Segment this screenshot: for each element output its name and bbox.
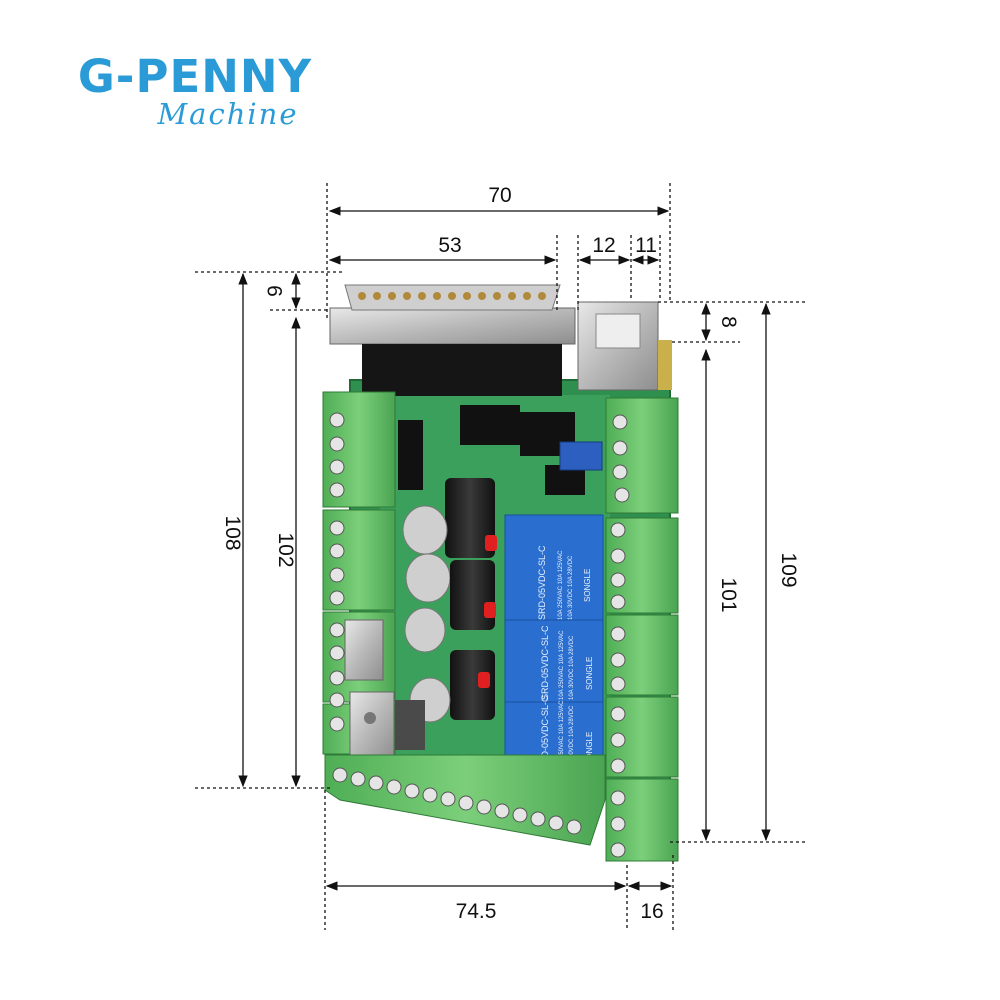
relays: SRD-05VDC-SL-C SONGLE 10A 250VAC 10A 125… bbox=[504, 514, 604, 773]
relay-2-rating-1: 10A 250VAC 10A 125VAC bbox=[559, 630, 565, 700]
relay-2-rating-2: 10A 30VDC 10A 28VDC bbox=[569, 635, 575, 700]
integrated-circuits bbox=[398, 405, 585, 495]
relay-1-brand: SONGLE bbox=[583, 569, 592, 602]
breakout-board-illustration: SRD-05VDC-SL-C SONGLE 10A 250VAC 10A 125… bbox=[322, 284, 679, 862]
dim-overall-height-left: 108 bbox=[221, 515, 244, 550]
usb-connector bbox=[577, 301, 672, 391]
relay-3-rating-2: 10A 30VDC 10A 28VDC bbox=[569, 705, 575, 770]
relay-1-label: SRD-05VDC-SL-C bbox=[537, 545, 547, 620]
dim-board-height-left: 102 bbox=[274, 532, 297, 567]
potentiometer bbox=[559, 441, 603, 471]
dim-bottom-width: 74.5 bbox=[456, 900, 497, 923]
relay-3-rating-1: 10A 250VAC 10A 125VAC bbox=[559, 700, 565, 770]
relay-1-rating-2: 10A 30VDC 10A 28VDC bbox=[568, 555, 574, 620]
relay-1-rating-1: 10A 250VAC 10A 125VAC bbox=[558, 550, 564, 620]
relay-3-label: SRD-05VDC-SL-C bbox=[540, 695, 550, 770]
dim-usb-offset: 12 bbox=[592, 234, 615, 257]
relay-1: SRD-05VDC-SL-C SONGLE 10A 250VAC 10A 125… bbox=[504, 514, 604, 621]
dim-board-height-right: 101 bbox=[717, 577, 740, 612]
relay-2: SRD-05VDC-SL-C SONGLE 10A 250VAC 10A 125… bbox=[504, 619, 604, 703]
db25-pins bbox=[358, 292, 546, 300]
brand-tagline: Machine bbox=[156, 97, 298, 131]
dim-terminal-depth: 16 bbox=[640, 900, 663, 923]
status-leds bbox=[478, 535, 497, 688]
dimension-labels: 70 53 12 11 9 108 102 8 101 109 74.5 16 bbox=[221, 184, 800, 923]
right-terminal-blocks bbox=[605, 397, 679, 862]
voltage-regulators bbox=[344, 619, 395, 759]
dim-connector-width: 53 bbox=[438, 234, 461, 257]
electrolytic-capacitors bbox=[395, 478, 495, 750]
brand-name: G-PENNY bbox=[78, 50, 313, 103]
extension-lines bbox=[195, 183, 805, 930]
relay-2-label: SRD-05VDC-SL-C bbox=[540, 625, 550, 700]
dimension-annotations bbox=[195, 183, 805, 930]
dim-total-width: 70 bbox=[488, 184, 511, 207]
brand-logo: G-PENNY Machine bbox=[78, 50, 313, 131]
dim-usb-height: 8 bbox=[717, 316, 740, 328]
db25-connector bbox=[329, 284, 576, 396]
relay-3-brand: SONGLE bbox=[585, 732, 594, 765]
relay-2-brand: SONGLE bbox=[585, 657, 594, 690]
dim-connector-height: 9 bbox=[264, 285, 287, 297]
dim-usb-width: 11 bbox=[635, 234, 657, 257]
dim-overall-height-right: 109 bbox=[777, 552, 800, 587]
bottom-terminal-strip bbox=[324, 754, 606, 846]
